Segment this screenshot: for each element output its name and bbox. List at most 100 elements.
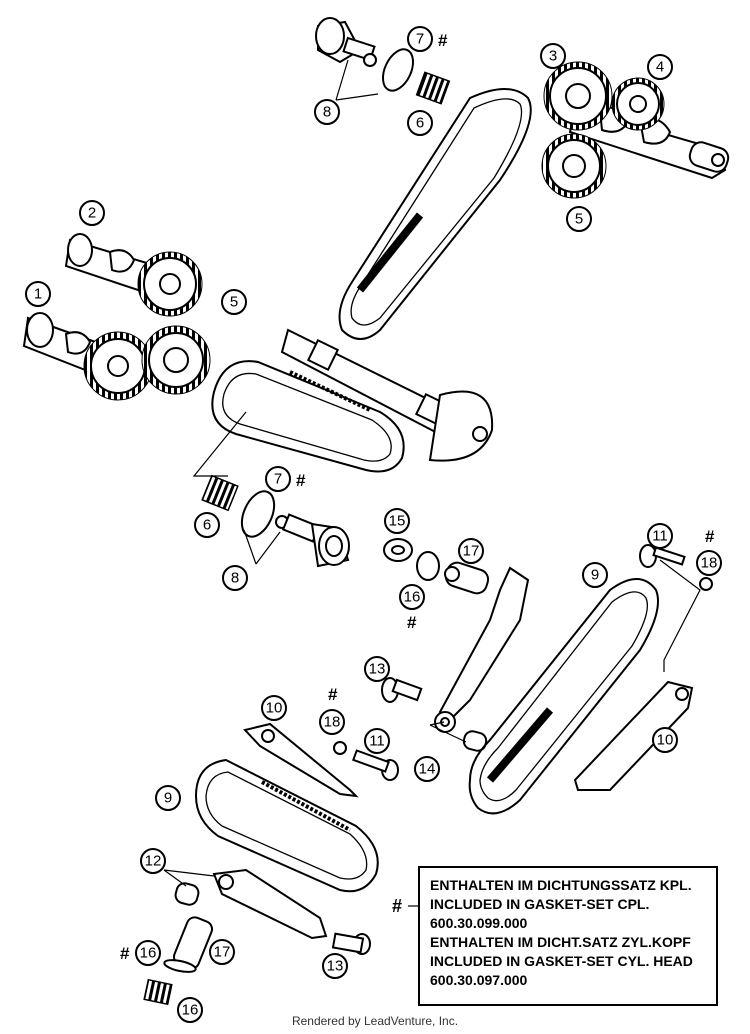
- bolt-part-13-upper: [381, 677, 423, 703]
- callout-18-upper[interactable]: 18: [696, 550, 722, 576]
- svg-text:#: #: [328, 685, 338, 704]
- svg-text:16: 16: [182, 1002, 199, 1019]
- note-line-part-number-full-set: 600.30.099.000: [430, 915, 528, 931]
- gear-part-2: [137, 251, 203, 317]
- svg-text:5: 5: [575, 211, 583, 228]
- hash-markers: # # # # # #: [120, 31, 715, 963]
- bolt-part-11-lower: [352, 749, 399, 781]
- svg-text:16: 16: [404, 589, 421, 606]
- note-line-de-full-set: ENTHALTEN IM DICHTUNGSSATZ KPL.: [430, 877, 692, 893]
- svg-text:8: 8: [323, 104, 331, 121]
- seal-ring-part-16-lower: [163, 959, 197, 973]
- guide-rail-left: [243, 722, 359, 798]
- callout-10-left[interactable]: 10: [261, 695, 287, 721]
- svg-text:2: 2: [88, 205, 96, 222]
- callout-13-upper[interactable]: 13: [364, 656, 390, 682]
- washer-part-18-upper: [699, 577, 713, 591]
- o-ring-lower: [240, 490, 276, 538]
- callout-15[interactable]: 15: [384, 508, 410, 534]
- callout-7-lower[interactable]: 7: [265, 466, 291, 492]
- callout-16-mid[interactable]: 16: [399, 584, 425, 610]
- svg-text:17: 17: [463, 543, 480, 560]
- callout-11-upper[interactable]: 11: [647, 523, 673, 549]
- seal-ring-part-16: [416, 551, 440, 581]
- gear-part-5-middle: [141, 325, 211, 395]
- gear-part-4: [611, 77, 665, 131]
- callout-6-top[interactable]: 6: [407, 110, 433, 136]
- svg-text:4: 4: [656, 59, 664, 76]
- idler-shaft-lower: [275, 513, 350, 568]
- washer-part-18-lower: [333, 741, 347, 755]
- svg-text:7: 7: [274, 471, 282, 488]
- svg-text:18: 18: [701, 555, 718, 572]
- svg-text:10: 10: [266, 700, 283, 717]
- callout-1[interactable]: 1: [25, 281, 51, 307]
- idler-shaft-top: [315, 17, 377, 67]
- note-line-part-number-cyl-head: 600.30.097.000: [430, 972, 528, 988]
- note-line-en-cyl-head: INCLUDED IN GASKET-SET CYL. HEAD: [430, 953, 693, 969]
- callout-18-lower[interactable]: 18: [319, 709, 345, 735]
- callout-7-top[interactable]: 7: [407, 26, 433, 52]
- gear-part-1: [83, 331, 153, 401]
- svg-text:11: 11: [369, 733, 385, 750]
- timing-chain-middle: [211, 360, 405, 473]
- plug-part-15: [383, 538, 413, 562]
- callout-6-lower[interactable]: 6: [194, 512, 220, 538]
- svg-text:14: 14: [419, 761, 436, 778]
- svg-text:#: #: [120, 944, 130, 963]
- svg-text:6: 6: [416, 115, 424, 132]
- callout-8-lower[interactable]: 8: [222, 565, 248, 591]
- timing-chain-top: [338, 88, 532, 340]
- note-hash: #: [392, 896, 403, 916]
- callout-12[interactable]: 12: [140, 848, 166, 874]
- tensioner-part-17-upper: [444, 561, 490, 595]
- callout-3[interactable]: 3: [540, 43, 566, 69]
- callouts: 1 2 3 4 5 5 6 6 7 7 8 8 9 9 10 10 11 11 …: [25, 26, 722, 1023]
- note-line-de-cyl-head: ENTHALTEN IM DICHT.SATZ ZYL.KOPF: [430, 934, 691, 950]
- needle-bearing-lower: [201, 474, 239, 512]
- svg-text:16: 16: [140, 945, 157, 962]
- callout-4[interactable]: 4: [647, 54, 673, 80]
- svg-text:18: 18: [324, 714, 341, 731]
- svg-text:12: 12: [145, 853, 162, 870]
- callout-14[interactable]: 14: [414, 756, 440, 782]
- svg-text:11: 11: [652, 528, 668, 545]
- callout-10-right[interactable]: 10: [652, 727, 678, 753]
- callout-16-lower[interactable]: 16: [135, 940, 161, 966]
- callout-11-lower[interactable]: 11: [364, 728, 390, 754]
- tensioner-rail-lower: [212, 868, 328, 940]
- gasket-set-note: ENTHALTEN IM DICHTUNGSSATZ KPL. INCLUDED…: [418, 866, 718, 1006]
- o-ring-top: [381, 48, 415, 92]
- svg-text:#: #: [407, 613, 417, 632]
- timing-chain-right: [468, 578, 659, 815]
- leader-lines: [163, 59, 701, 907]
- bushing-part-12: [174, 882, 200, 906]
- svg-text:9: 9: [164, 790, 172, 807]
- callout-9-left[interactable]: 9: [155, 785, 181, 811]
- svg-text:#: #: [296, 471, 306, 490]
- callout-17-lower[interactable]: 17: [209, 939, 235, 965]
- callout-5-top[interactable]: 5: [566, 206, 592, 232]
- plug-part-16-bottom: [143, 978, 173, 1006]
- timing-chain-lower-left: [194, 758, 379, 893]
- gear-part-5-top: [541, 133, 607, 199]
- gear-part-3: [543, 61, 613, 131]
- svg-text:10: 10: [657, 732, 674, 749]
- callout-16-bottom[interactable]: 16: [177, 997, 203, 1023]
- svg-text:#: #: [438, 31, 448, 50]
- svg-text:7: 7: [416, 31, 424, 48]
- callout-13-lower[interactable]: 13: [322, 953, 348, 979]
- svg-text:5: 5: [230, 294, 238, 311]
- callout-8-top[interactable]: 8: [314, 99, 340, 125]
- svg-text:13: 13: [369, 661, 386, 678]
- shaft-center: [280, 328, 494, 462]
- callout-17-upper[interactable]: 17: [458, 538, 484, 564]
- callout-9-right[interactable]: 9: [582, 562, 608, 588]
- callout-2[interactable]: 2: [79, 200, 105, 226]
- svg-text:6: 6: [203, 517, 211, 534]
- svg-text:#: #: [705, 527, 715, 546]
- callout-5-middle[interactable]: 5: [221, 289, 247, 315]
- render-credit: Rendered by LeadVenture, Inc.: [291, 1014, 459, 1028]
- bolt-part-11-upper: [639, 544, 686, 568]
